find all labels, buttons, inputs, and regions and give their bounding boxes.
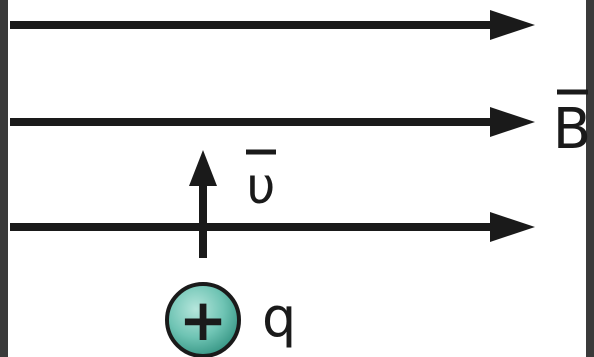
field-line-3: [10, 212, 535, 242]
field-line-2: [10, 107, 535, 137]
field-line-1: [10, 10, 535, 40]
arrowhead-icon: [490, 10, 535, 40]
charge-label: q: [262, 286, 296, 349]
up-arrow-icon: [189, 150, 217, 186]
velocity-label: υ: [247, 157, 276, 215]
arrowhead-icon: [490, 212, 535, 242]
charge-sign: +: [179, 286, 228, 354]
charge: +: [165, 282, 241, 357]
velocity-arrow: [189, 150, 217, 258]
arrowhead-icon: [490, 107, 535, 137]
charge-circle-icon: [165, 282, 241, 357]
field-label: B: [553, 97, 591, 162]
diagram-panel: [8, 0, 586, 357]
